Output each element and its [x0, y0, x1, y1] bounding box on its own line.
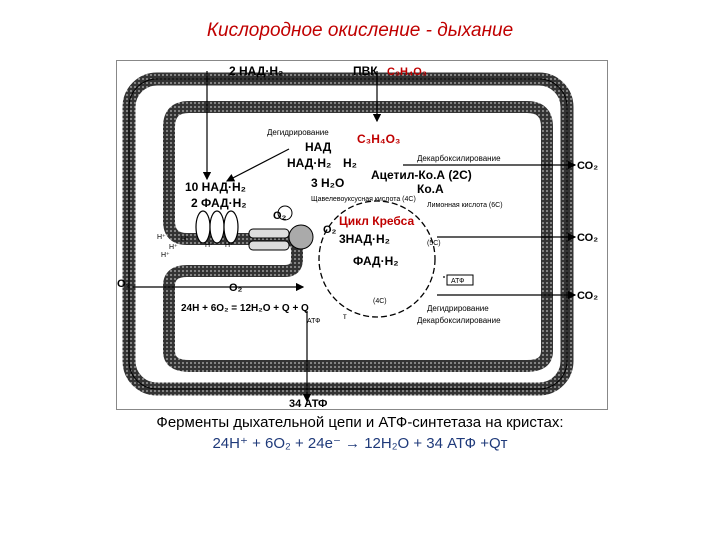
- svg-text:Н⁺: Н⁺: [157, 234, 166, 241]
- o2-label-b: О₂: [323, 224, 337, 236]
- pvk-label: ПВК: [353, 64, 378, 78]
- co2-label-1: СО₂: [577, 160, 598, 172]
- atf-small-label: АТФ: [307, 318, 321, 325]
- nad-label: НАД: [305, 140, 332, 154]
- caption-line-1: Ферменты дыхательной цепи и АТФ-синтетаз…: [156, 414, 564, 431]
- atp-synthase: [248, 224, 314, 251]
- atp-34-label: 34 АТФ: [289, 398, 327, 409]
- c4-label: (4С): [373, 298, 387, 305]
- krebs-cycle: [318, 200, 436, 318]
- flow-arrows: [133, 71, 577, 403]
- svg-text:Н⁺: Н⁺: [169, 244, 178, 251]
- equation-label: 24Н + 6О₂ = 12Н₂О + Q + Q: [181, 303, 309, 314]
- co2-label-3: СО₂: [577, 290, 598, 302]
- diagram-svg: 2 НАД·Н₂ ПВК С₃Н₄О₃ Дегидрирование С₃Н₄О…: [117, 64, 598, 409]
- atp-box-label: АТФ: [451, 278, 465, 285]
- fadh-label: ФАД·Н₂: [353, 254, 399, 268]
- dehydrogenation-top: Дегидрирование: [267, 128, 329, 137]
- krebs-label: Цикл Кребса: [339, 214, 414, 228]
- coa-label: Ко.А: [417, 182, 444, 196]
- fadh-2-label: 2 ФАД·Н₂: [191, 196, 247, 210]
- decarboxylation-bottom: Декарбоксилирование: [417, 316, 501, 325]
- svg-text:Н⁺: Н⁺: [225, 242, 234, 249]
- pvk-formula: С₃Н₄О₃: [387, 66, 427, 78]
- page-title: Кислородное окисление - дыхание: [206, 20, 514, 41]
- o2-mid-label: О₂: [229, 282, 243, 294]
- acetyl-coa-label: Ацетил-Ко.А (2С): [371, 168, 472, 182]
- h2-label: Н₂: [343, 156, 357, 170]
- nadh-3-label: 3НАД·Н₂: [339, 232, 390, 246]
- inner-membrane: [163, 101, 553, 372]
- co2-label-2: СО₂: [577, 232, 598, 244]
- decarboxylation-top: Декарбоксилирование: [417, 154, 501, 163]
- top-nadh-label: 2 НАД·Н₂: [229, 64, 283, 78]
- mitochondrion-diagram: 2 НАД·Н₂ ПВК С₃Н₄О₃ Дегидрирование С₃Н₄О…: [116, 60, 608, 410]
- c5-label: (5С): [427, 240, 441, 247]
- proton-labels: Н⁺ Н⁺ Н⁺ Н⁺ Н⁺ Н⁺: [157, 234, 234, 259]
- o2-left-label: О₂: [117, 278, 131, 290]
- c3-formula: С₃Н₄О₃: [357, 132, 400, 146]
- o2-label-a: О₂: [273, 210, 287, 222]
- h2o-label: 3 Н₂О: [311, 176, 344, 190]
- nadh-10-label: 10 НАД·Н₂: [185, 180, 246, 194]
- dehydrogenation-bottom: Дегидрирование: [427, 304, 489, 313]
- oxaloacetic-label: Щавелевоуксусная кислота (4С): [311, 196, 416, 203]
- tau-label: т: [343, 312, 347, 321]
- citric-label: Лимонная кислота (6С): [427, 202, 503, 209]
- svg-text:Н⁺: Н⁺: [161, 252, 170, 259]
- caption-line-2: 24Н⁺ + 6О₂ + 24е⁻ → 12Н₂О + 34 АТФ +Qт: [212, 435, 508, 452]
- respiratory-chain: [195, 210, 239, 244]
- svg-text:Н⁺: Н⁺: [205, 242, 214, 249]
- nadh-label: НАД·Н₂: [287, 156, 331, 170]
- svg-text:Н⁺: Н⁺: [181, 236, 190, 243]
